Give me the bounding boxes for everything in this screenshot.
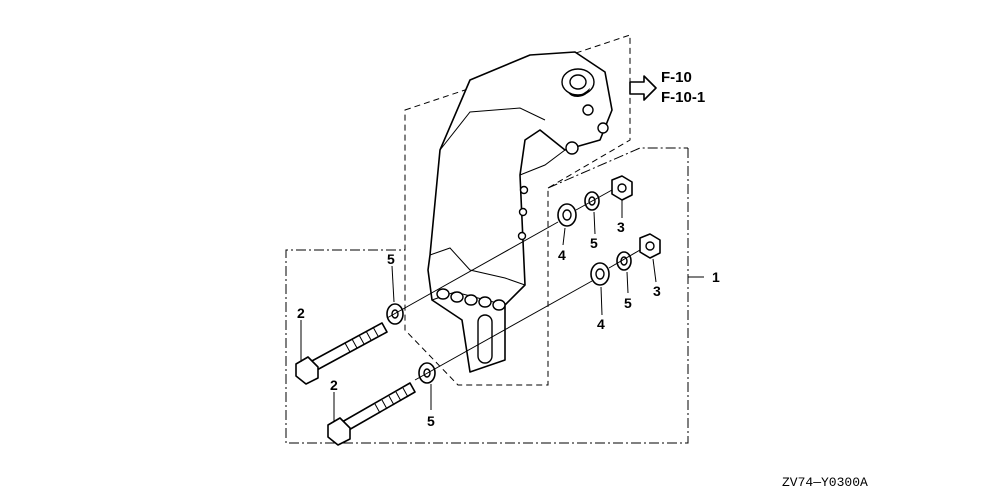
bolt-lower [327,382,416,446]
bracket-dashed-outline [404,34,631,386]
washer-lower [590,262,610,286]
callout-assembly: 1 [712,269,720,285]
callout-lockwasher-right-upper: 5 [590,235,598,251]
callout-lockwasher-left-upper: 5 [387,251,395,267]
stern-bracket [427,51,613,373]
callout-bolt-lower: 2 [330,377,338,393]
leader-lines [300,200,704,422]
assembly-box [285,147,689,444]
callout-lockwasher-right-lower: 5 [624,295,632,311]
reference-arrow-icon [629,75,657,101]
reference-f10-1: F-10-1 [661,89,705,106]
callout-washer-lower: 4 [597,316,605,332]
nut-upper [611,175,633,201]
washer-upper [557,203,577,227]
callout-lockwasher-left-lower: 5 [427,413,435,429]
callout-nut-lower: 3 [653,283,661,299]
drawing-code: ZV74—Y0300A [782,475,868,490]
bolt-upper [295,322,388,385]
callout-washer-upper: 4 [558,247,566,263]
nut-lower [639,233,661,259]
reference-f10: F-10 [661,69,692,86]
callout-nut-upper: 3 [617,219,625,235]
axis-lines [386,189,641,381]
lockwasher-right-lower [616,251,632,271]
callout-bolt-upper: 2 [297,305,305,321]
